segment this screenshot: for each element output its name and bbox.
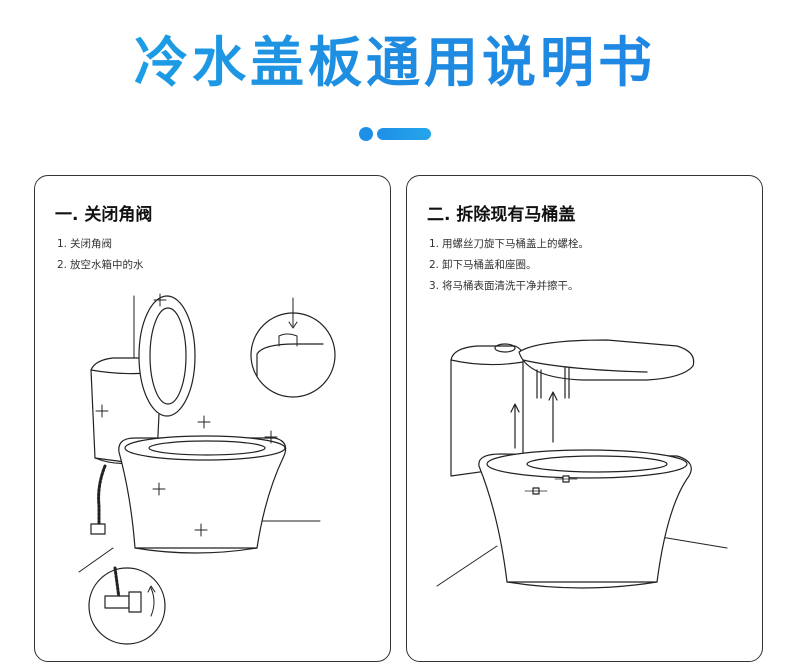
step-item: 2.放空水箱中的水 [57,259,144,271]
section-heading: 二. 拆除现有马桶盖 [427,205,576,225]
divider-pill [377,128,431,140]
section-heading: 一. 关闭角阀 [55,205,153,225]
step-list: 1.用螺丝刀旋下马桶盖上的螺栓。 2.卸下马桶盖和座圈。 3.将马桶表面清洗干净… [429,234,589,297]
step-item: 3.将马桶表面清洗干净并擦干。 [429,280,579,292]
toilet-illustration [78,293,336,645]
step-item: 1.关闭角阀 [57,238,113,250]
step-list: 1.关闭角阀 2.放空水箱中的水 [57,234,144,276]
divider-dot [359,127,373,141]
title-divider-decoration [359,126,431,142]
section-card-remove-seat: 二. 拆除现有马桶盖 1.用螺丝刀旋下马桶盖上的螺栓。 2.卸下马桶盖和座圈。 … [406,175,763,662]
step-item: 2.卸下马桶盖和座圈。 [429,259,537,271]
toilet-seat-removal-illustration [436,339,728,589]
step-item: 1.用螺丝刀旋下马桶盖上的螺栓。 [429,238,590,250]
page-title: 冷水盖板通用说明书 [0,18,790,97]
section-card-close-valve: 一. 关闭角阀 1.关闭角阀 2.放空水箱中的水 [34,175,391,662]
